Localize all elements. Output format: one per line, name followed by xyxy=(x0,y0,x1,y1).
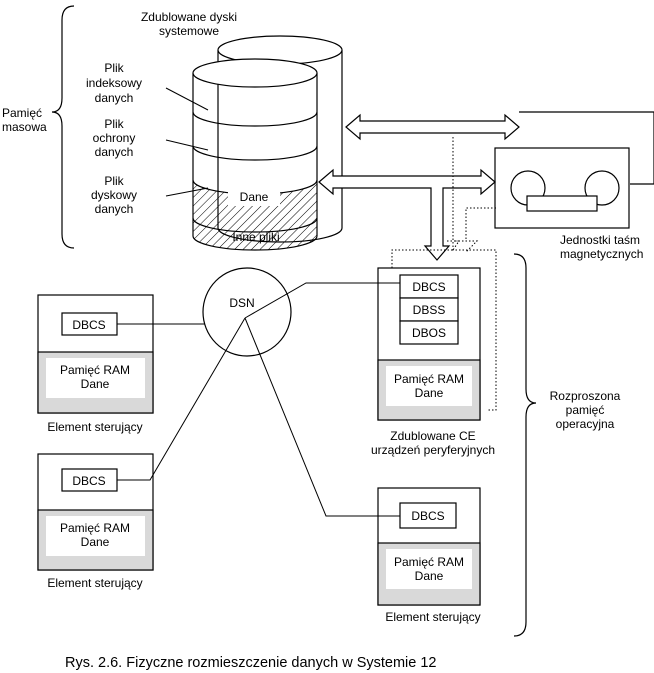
label-ram-data-1: Dane xyxy=(81,377,110,391)
label-dbcs-2: DBCS xyxy=(72,474,105,488)
label-index-file-3: danych xyxy=(95,91,134,105)
label-disk-file: Plik xyxy=(104,174,124,188)
label-dbcs-3: DBCS xyxy=(411,509,444,523)
label-protection-file-3: danych xyxy=(95,145,134,159)
figure-caption: Rys. 2.6. Fizyczne rozmieszczenie danych… xyxy=(65,655,437,671)
label-ram-1: Pamięć RAM xyxy=(60,363,130,377)
label-duplicated-system-disks-2: systemowe xyxy=(159,24,219,38)
label-disk-file-2: dyskowy xyxy=(91,188,137,202)
label-dbss: DBSS xyxy=(413,303,446,317)
control-element-3 xyxy=(377,487,481,606)
label-ram-2: Pamięć RAM xyxy=(60,521,130,535)
brace-distributed-memory xyxy=(513,253,537,637)
system-disk xyxy=(192,58,318,251)
pointer-disk-file xyxy=(165,187,209,197)
label-dbos: DBOS xyxy=(412,326,446,340)
label-tape-units: Jednostki taśm xyxy=(560,233,640,247)
dsn-links xyxy=(117,282,400,517)
label-dsn: DSN xyxy=(229,296,254,310)
label-data: Dane xyxy=(240,190,269,204)
label-protection-file: Plik xyxy=(104,117,124,131)
label-protection-file-2: ochrony xyxy=(93,131,136,145)
pointer-index-file xyxy=(165,87,209,111)
label-dbcs-1: DBCS xyxy=(72,318,105,332)
label-ram-data-2: Dane xyxy=(81,535,110,549)
label-duplicated-ce-2: urządzeń peryferyjnych xyxy=(371,443,495,457)
label-mass-storage-2: masowa xyxy=(2,120,47,134)
pointer-protection-file xyxy=(165,139,209,151)
control-element-2 xyxy=(37,453,154,571)
control-element-1 xyxy=(37,294,154,414)
arrow-disk-tape-upper xyxy=(345,113,520,141)
label-index-file: Plik xyxy=(104,61,124,75)
tape-unit xyxy=(494,147,630,229)
brace-mass-storage xyxy=(51,5,75,249)
dbos-box xyxy=(399,320,459,345)
label-ram-3: Pamięć RAM xyxy=(394,555,464,569)
label-distributed-memory-2: pamięć xyxy=(566,403,605,417)
dotted-links xyxy=(391,137,497,411)
label-disk-file-3: danych xyxy=(95,202,134,216)
label-distributed-memory: Rozproszona xyxy=(550,389,621,403)
label-control-element-1: Element sterujący xyxy=(47,420,142,434)
label-ram-data-peripheral: Dane xyxy=(415,386,444,400)
label-ram-data-3: Dane xyxy=(415,569,444,583)
dbcs-box-3 xyxy=(399,502,457,529)
dsn-node xyxy=(202,267,292,357)
peripheral-ce xyxy=(377,267,481,421)
label-duplicated-system-disks: Zdublowane dyski xyxy=(141,10,237,24)
label-duplicated-ce: Zdublowane CE xyxy=(390,429,475,443)
label-control-element-2: Element sterujący xyxy=(47,576,142,590)
label-dbcs-peripheral: DBCS xyxy=(412,280,445,294)
label-tape-units-2: magnetycznych xyxy=(560,247,643,261)
label-distributed-memory-3: operacyjna xyxy=(556,417,615,431)
arrow-disk-tape-lower xyxy=(318,168,496,261)
label-index-file-2: indeksowy xyxy=(86,76,142,90)
label-other-files: Inne pliki xyxy=(232,230,279,244)
label-control-element-3: Element sterujący xyxy=(385,610,480,624)
label-mass-storage: Pamięć xyxy=(2,106,42,120)
label-ram-peripheral: Pamięć RAM xyxy=(394,372,464,386)
